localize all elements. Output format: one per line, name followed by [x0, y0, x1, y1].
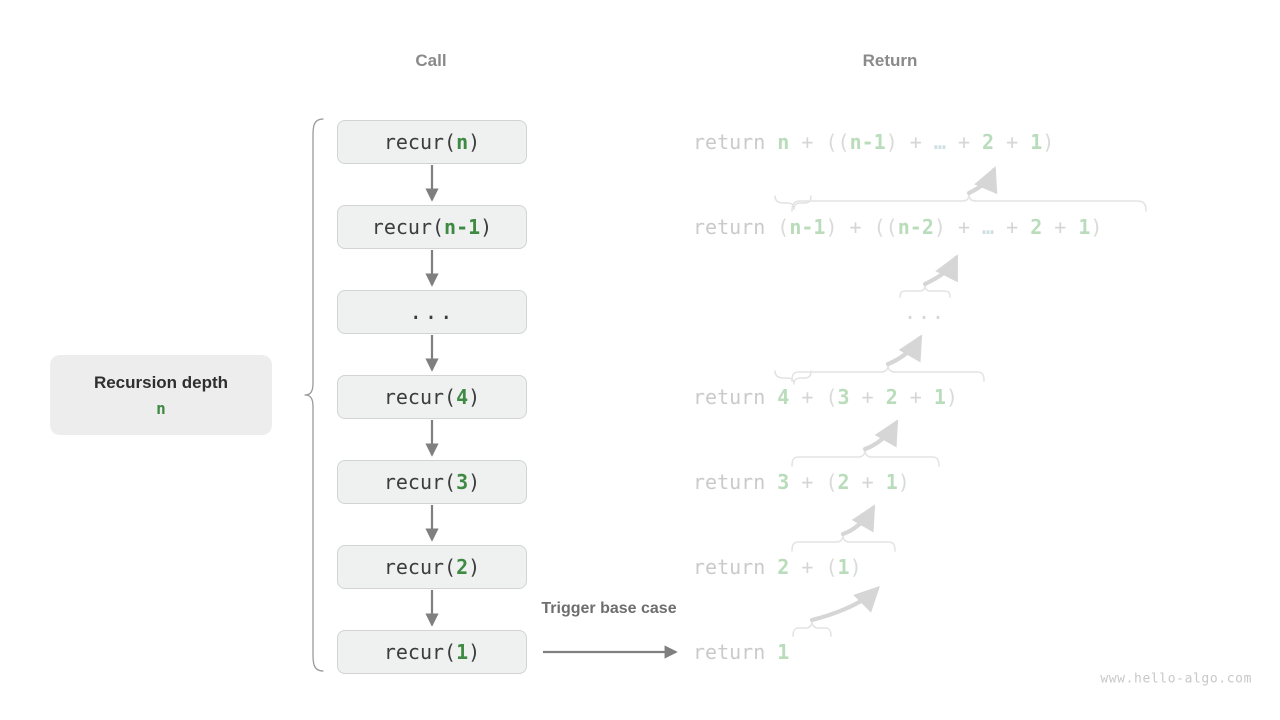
call-box-prefix: recur( — [383, 555, 457, 579]
return-arrow-3to2 — [922, 254, 959, 287]
brace-row3 — [899, 284, 951, 298]
return-arrow-7to6 — [809, 586, 880, 623]
return-row-2: return 2 + (1) — [693, 555, 862, 579]
call-box-arg: n — [456, 130, 469, 154]
call-box-ellipsis-label: ... — [409, 299, 455, 325]
return-underbraces — [774, 195, 812, 385]
call-box-3[interactable]: recur(3) — [337, 460, 527, 504]
brace-row2 — [791, 193, 1147, 212]
call-box-arg: 3 — [456, 470, 469, 494]
column-header-call: Call — [415, 51, 447, 70]
recursion-depth-title: Recursion depth — [93, 372, 229, 392]
recursion-depth-card: Recursion depth n — [50, 355, 272, 435]
call-box-arg: 2 — [456, 555, 469, 579]
call-box-prefix: recur( — [383, 470, 457, 494]
call-box-arg: 1 — [456, 640, 469, 664]
call-box-n-1[interactable]: recur(n-1) — [337, 205, 527, 249]
brace-row5 — [791, 449, 940, 467]
column-header-return: Return — [862, 51, 918, 70]
call-box-2[interactable]: recur(2) — [337, 545, 527, 589]
trigger-base-case-label: Trigger base case — [541, 600, 677, 617]
call-box-prefix: recur( — [383, 640, 457, 664]
call-box-1[interactable]: recur(1) — [337, 630, 527, 674]
return-arrow-5to4 — [862, 419, 899, 452]
call-box-prefix: recur( — [383, 385, 457, 409]
return-row-1: return 1 — [693, 640, 790, 664]
call-box-n[interactable]: recur(n) — [337, 120, 527, 164]
watermark: www.hello-algo.com — [1100, 671, 1252, 687]
call-box-suffix: ) — [468, 640, 481, 664]
return-row-n: return n + ((n-1) + … + 2 + 1) — [693, 130, 1055, 154]
call-box-prefix: recur( — [383, 130, 457, 154]
call-box-suffix: ) — [468, 555, 481, 579]
return-arrows — [809, 166, 998, 623]
return-arrow-6to5 — [840, 504, 876, 537]
return-arrow-2to1 — [966, 166, 998, 196]
call-box-suffix: ) — [468, 470, 481, 494]
return-arrow-4to3 — [885, 334, 923, 367]
call-box-ellipsis[interactable]: ... — [337, 290, 527, 334]
call-box-arg: n-1 — [444, 215, 481, 239]
underbrace-row2 — [774, 195, 812, 210]
return-row-3: return 3 + (2 + 1) — [693, 470, 910, 494]
call-box-suffix: ) — [468, 130, 481, 154]
underbrace-row4 — [774, 370, 812, 385]
brace-row6 — [791, 534, 896, 552]
call-box-4[interactable]: recur(4) — [337, 375, 527, 419]
return-row-n-1: return (n-1) + ((n-2) + … + 2 + 1) — [693, 215, 1103, 239]
call-box-prefix: recur( — [371, 215, 445, 239]
brace-row4 — [791, 364, 985, 382]
call-box-arg: 4 — [456, 385, 469, 409]
call-box-suffix: ) — [480, 215, 493, 239]
recursion-depth-brace — [304, 118, 324, 672]
return-row-ellipsis: ... — [903, 300, 947, 324]
brace-row7 — [792, 620, 832, 637]
call-box-suffix: ) — [468, 385, 481, 409]
recursion-depth-value: n — [156, 398, 166, 418]
return-row-4: return 4 + (3 + 2 + 1) — [693, 385, 958, 409]
